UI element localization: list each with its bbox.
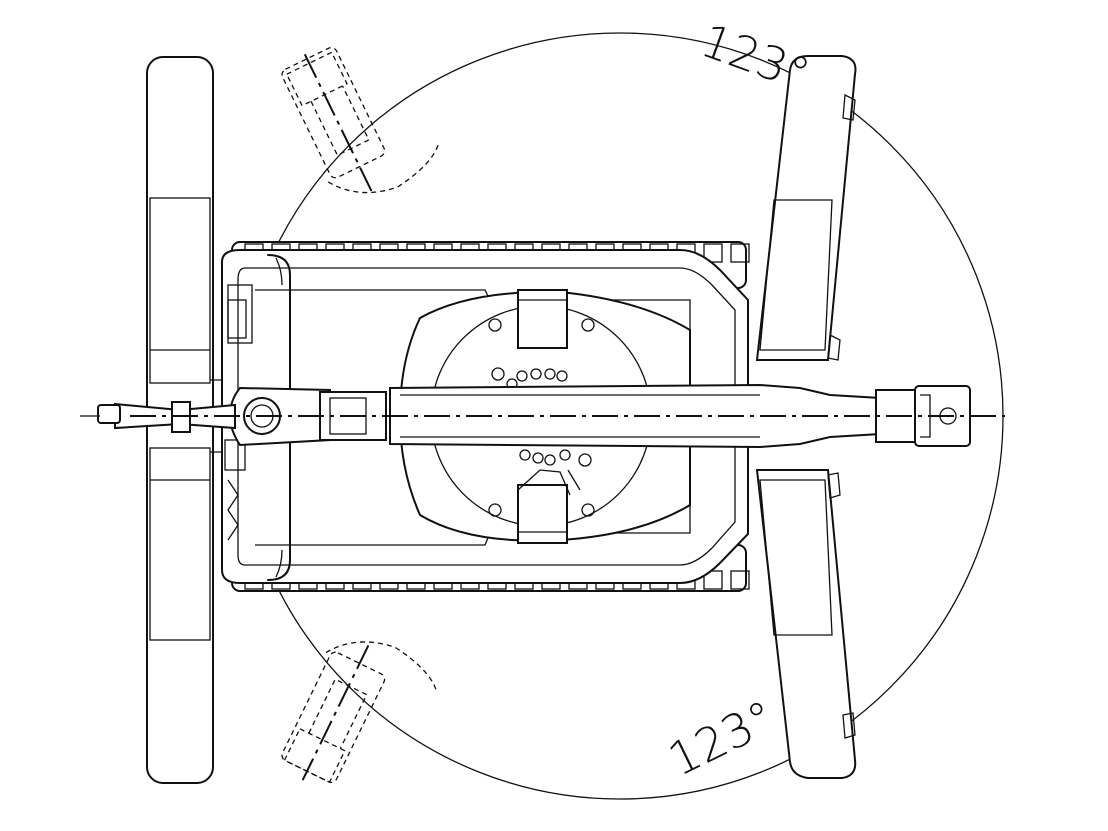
right-outrigger <box>755 55 857 779</box>
track-shoe <box>703 570 723 590</box>
boom-swing-bottom <box>281 641 437 784</box>
track-shoe <box>703 243 723 263</box>
boom-swing-top <box>281 46 439 195</box>
track-shoe <box>730 243 750 263</box>
angle-label-bottom: 123° <box>660 690 783 787</box>
track-shoe <box>730 570 750 590</box>
angle-label-top: 123° <box>694 13 817 102</box>
